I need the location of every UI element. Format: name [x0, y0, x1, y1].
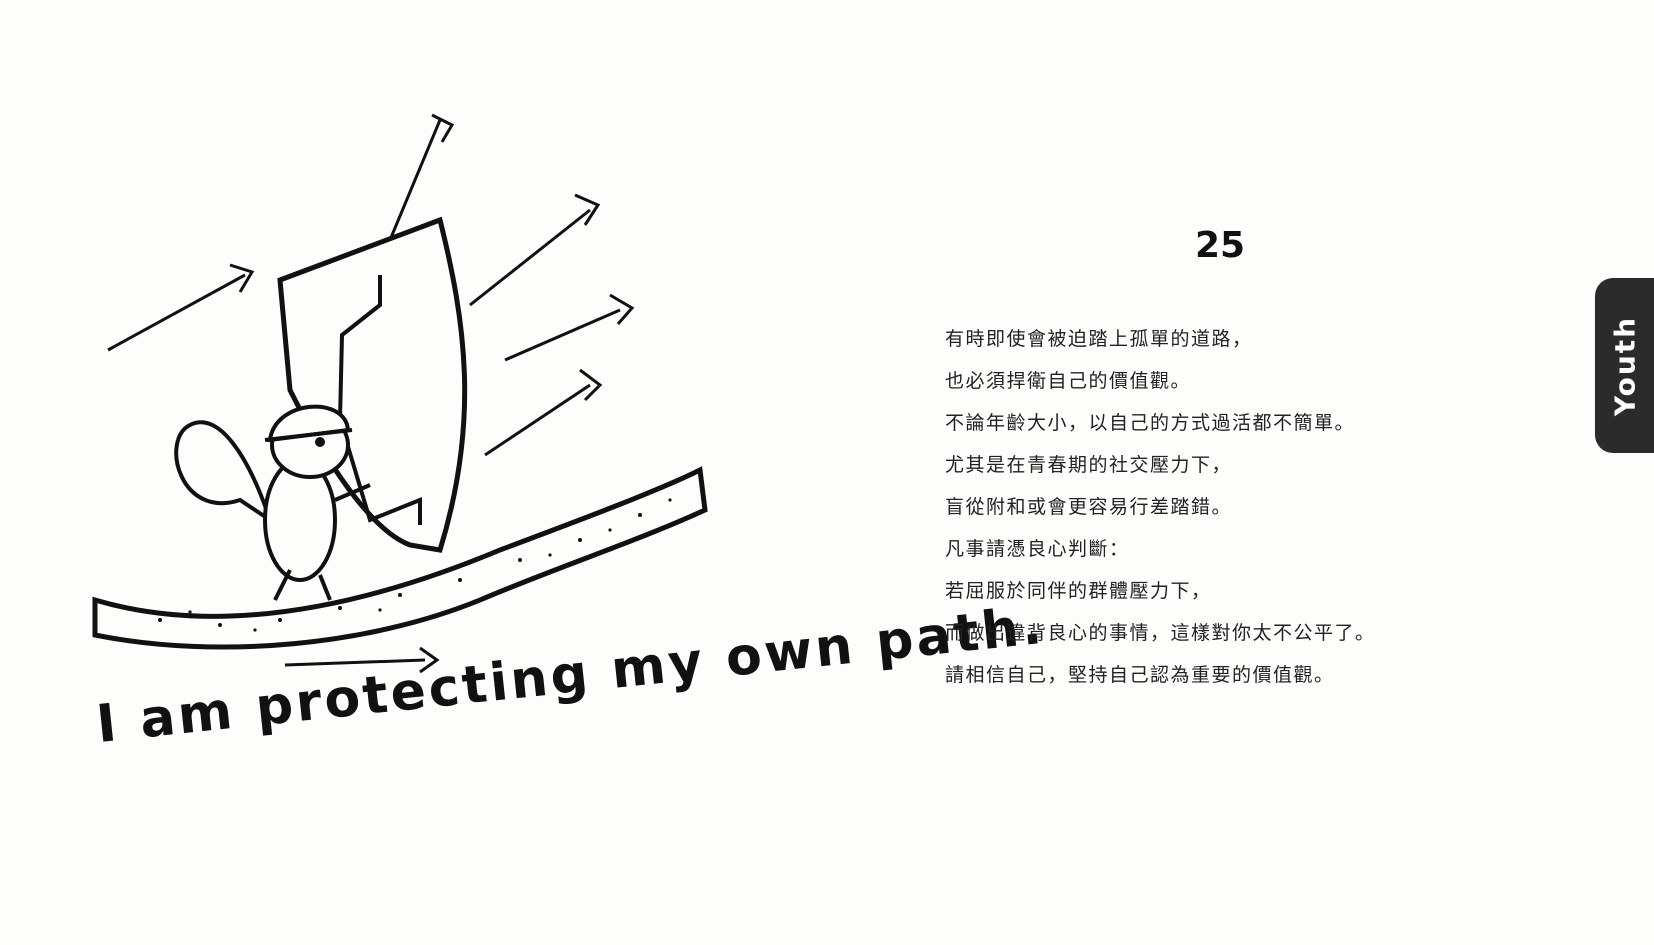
squirrel-shield-illustration: [80, 100, 800, 800]
path-speckles: [158, 498, 672, 632]
text-line: 請相信自己，堅持自己認為重要的價值觀。: [945, 664, 1335, 686]
text-line: 凡事請憑良心判斷：: [945, 538, 1130, 560]
text-line: 有時即使會被迫踏上孤單的道路，: [945, 328, 1253, 350]
arrows: [107, 113, 635, 674]
text-line: 不論年齡大小，以自己的方式過活都不簡單。: [945, 412, 1356, 434]
text-line: 而做出違背良心的事情，這樣對你太不公平了。: [945, 622, 1376, 644]
page-number: 25: [1194, 225, 1246, 266]
path-band: [92, 466, 708, 650]
text-line: 也必須捍衛自己的價值觀。: [945, 370, 1192, 392]
body-text: 有時即使會被迫踏上孤單的道路， 也必須捍衛自己的價值觀。 不論年齡大小，以自己的…: [945, 318, 1376, 696]
section-tab[interactable]: Youth: [1595, 278, 1654, 453]
squirrel: [174, 404, 371, 601]
section-tab-label: Youth: [1608, 315, 1641, 416]
text-line: 若屈服於同伴的群體壓力下，: [945, 580, 1212, 602]
text-line: 盲從附和或會更容易行差踏錯。: [945, 496, 1233, 518]
text-line: 尤其是在青春期的社交壓力下，: [945, 454, 1233, 476]
